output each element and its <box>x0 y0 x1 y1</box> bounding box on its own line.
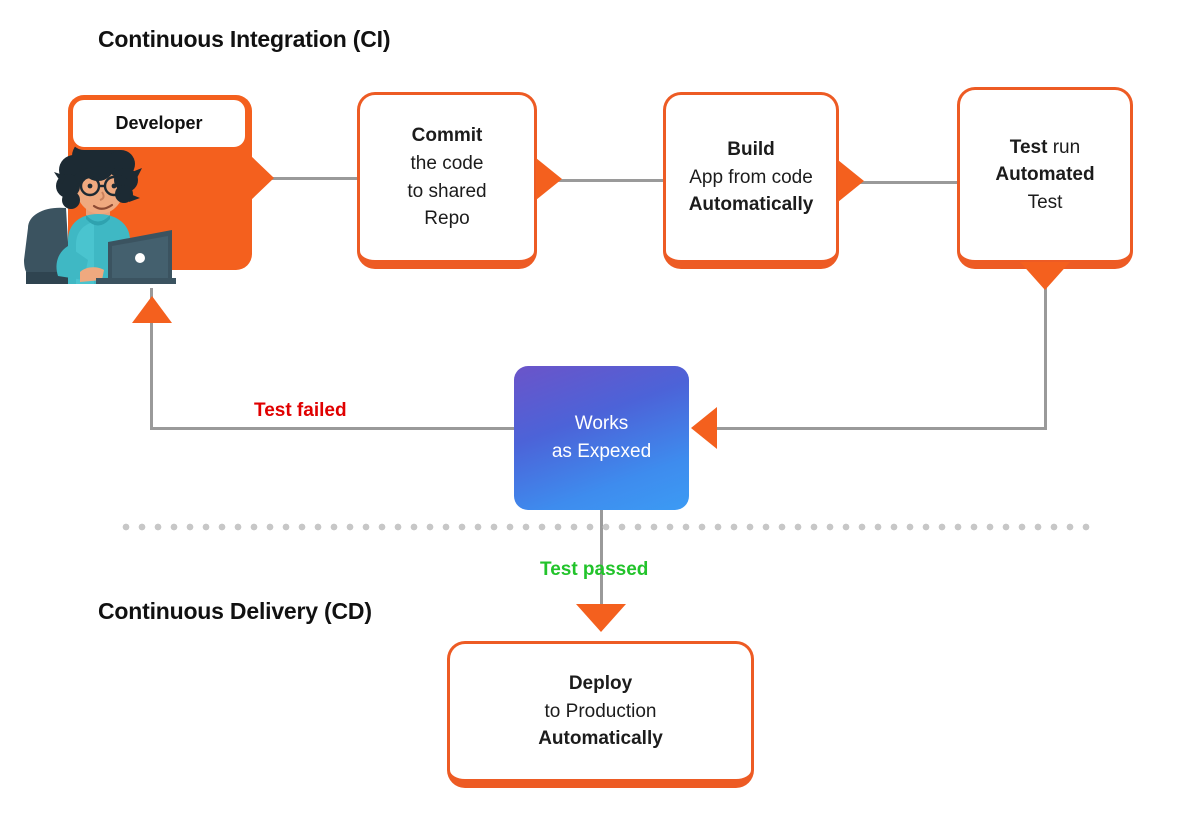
edge-label-test-failed: Test failed <box>254 400 347 421</box>
node-test[interactable]: Test run Automated Test <box>957 87 1133 269</box>
connector-decision-to-deploy <box>600 508 603 611</box>
build-line2: App from code <box>689 166 813 188</box>
commit-title: Commit <box>411 125 483 147</box>
feedback-to-developer-arrow-icon <box>132 296 172 323</box>
node-build[interactable]: Build App from code Automatically <box>663 92 839 269</box>
commit-line2: the code <box>410 152 484 174</box>
continuous-delivery-heading: Continuous Delivery (CD) <box>98 598 372 624</box>
build-title: Build <box>727 139 775 161</box>
decision-to-deploy-arrow-icon <box>576 604 626 632</box>
test-title-suffix: run <box>1047 136 1081 158</box>
test-title: Test <box>1009 136 1048 158</box>
connector-commit-to-build <box>536 179 666 182</box>
developer-label: Developer <box>70 97 248 150</box>
node-deploy[interactable]: Deploy to Production Automatically <box>447 641 754 788</box>
deploy-title: Deploy <box>568 673 633 695</box>
connector-feedback-up <box>150 286 153 429</box>
test-line2: Automated <box>995 164 1095 186</box>
node-works-as-expected[interactable]: Works as Expexed <box>514 366 689 510</box>
continuous-integration-heading: Continuous Integration (CI) <box>98 26 391 52</box>
connector-build-to-test <box>838 181 960 184</box>
developer-arrow-icon <box>250 155 274 201</box>
connector-rail-left <box>150 427 516 430</box>
edge-label-test-passed: Test passed <box>540 559 649 580</box>
build-to-test-arrow-icon <box>838 160 864 202</box>
commit-to-build-arrow-icon <box>536 158 562 200</box>
test-down-arrow-icon <box>1020 262 1070 290</box>
developer-label-text: Developer <box>115 113 203 133</box>
connector-test-down <box>1044 268 1047 430</box>
commit-line3: to shared <box>407 180 487 202</box>
connector-rail-right <box>700 427 1046 430</box>
connector-developer-to-commit <box>272 177 360 180</box>
commit-line4: Repo <box>424 208 470 230</box>
developer-at-laptop-illustration <box>24 136 176 288</box>
into-decision-arrow-icon <box>691 407 717 449</box>
decision-line1: Works <box>574 413 629 435</box>
deploy-line2: to Production <box>544 700 657 722</box>
test-line3: Test <box>1027 191 1063 213</box>
decision-line2: as Expexed <box>551 441 652 462</box>
deploy-line3: Automatically <box>538 728 663 750</box>
ci-cd-divider <box>118 522 1093 532</box>
node-commit[interactable]: Commit the code to shared Repo <box>357 92 537 269</box>
build-line3: Automatically <box>688 194 814 216</box>
